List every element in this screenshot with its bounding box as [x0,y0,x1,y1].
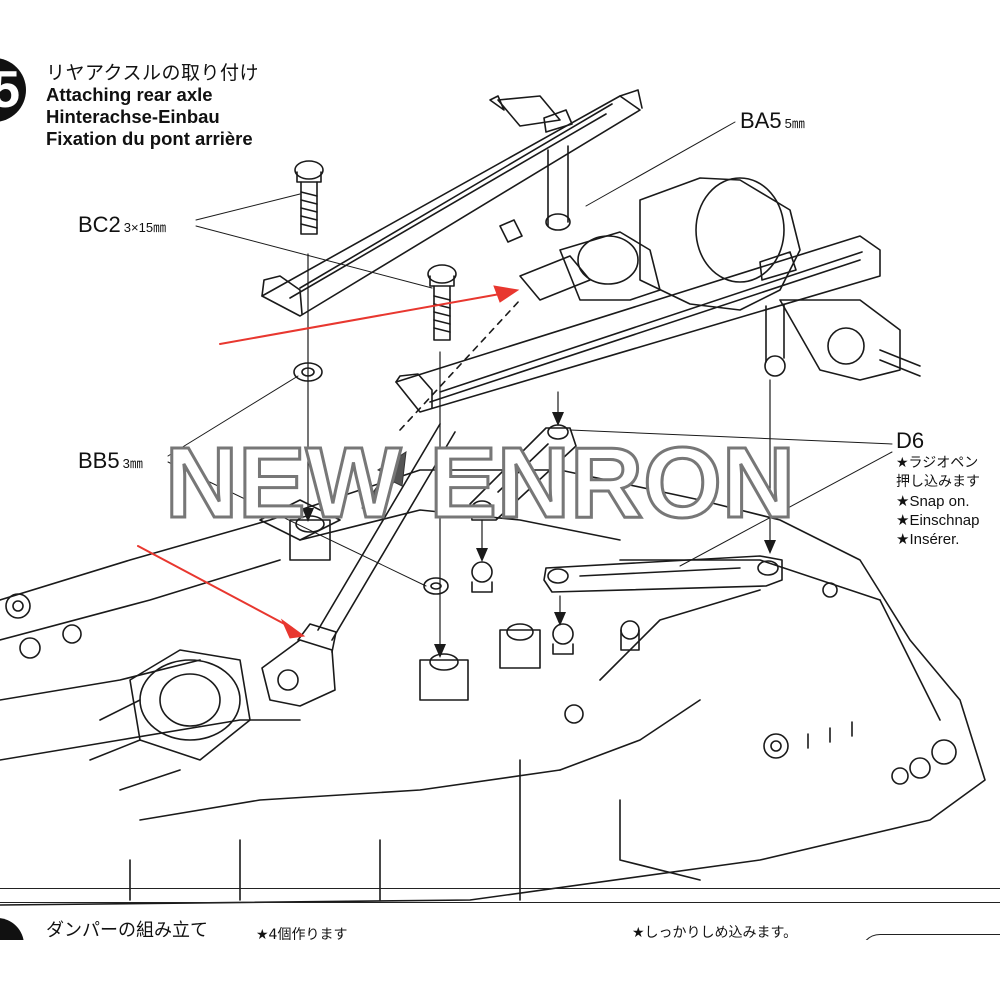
step-title-german: Hinterachse-Einbau [46,106,220,127]
next-step-note-make4: ★4個作ります [256,927,348,943]
d6-rod-lower [543,555,783,593]
section-divider [0,888,1000,889]
d6-rod-upper [469,424,577,521]
d6-note-en: ★Snap on. [896,493,970,510]
step-title-japanese: リヤアクスルの取り付け [46,62,259,84]
chassis-outline [0,469,986,906]
step-title-english: Attaching rear axle [46,84,213,105]
part-size: 3㎜ [122,456,143,471]
watermark-text: NEW ENRON [165,427,795,525]
d6-note-ja-1: ★ラジオペン [896,455,979,471]
part-code: BB5 [78,448,120,473]
part-code: BA5 [740,108,782,133]
part-code: D6 [896,428,925,453]
watermark: NEW ENRON [165,426,797,526]
part-label-d6: D6 ★ラジオペン 押し込みます ★Snap on. ★Einschnap ★I… [896,428,980,549]
screw-bc2-left [294,160,324,235]
step-title-french: Fixation du pont arrière [46,128,253,149]
part-code: BC2 [78,212,121,237]
d6-note-ja-2: 押し込みます [896,474,980,490]
crop-mask [0,940,1000,1000]
d6-note-fr: ★Insérer. [896,531,960,548]
next-step-title-japanese: ダンパーの組み立て [46,920,208,941]
slide-direction-arrow [361,451,407,515]
part-size: 5㎜ [784,116,805,131]
next-step-note-tighten: ★しっかりしめ込みます。 [632,925,798,941]
part-size: 3×15㎜ [123,220,167,235]
screw-bc2-right [427,264,457,341]
d6-note-de: ★Einschnap [896,512,980,529]
section-divider [0,902,1000,903]
